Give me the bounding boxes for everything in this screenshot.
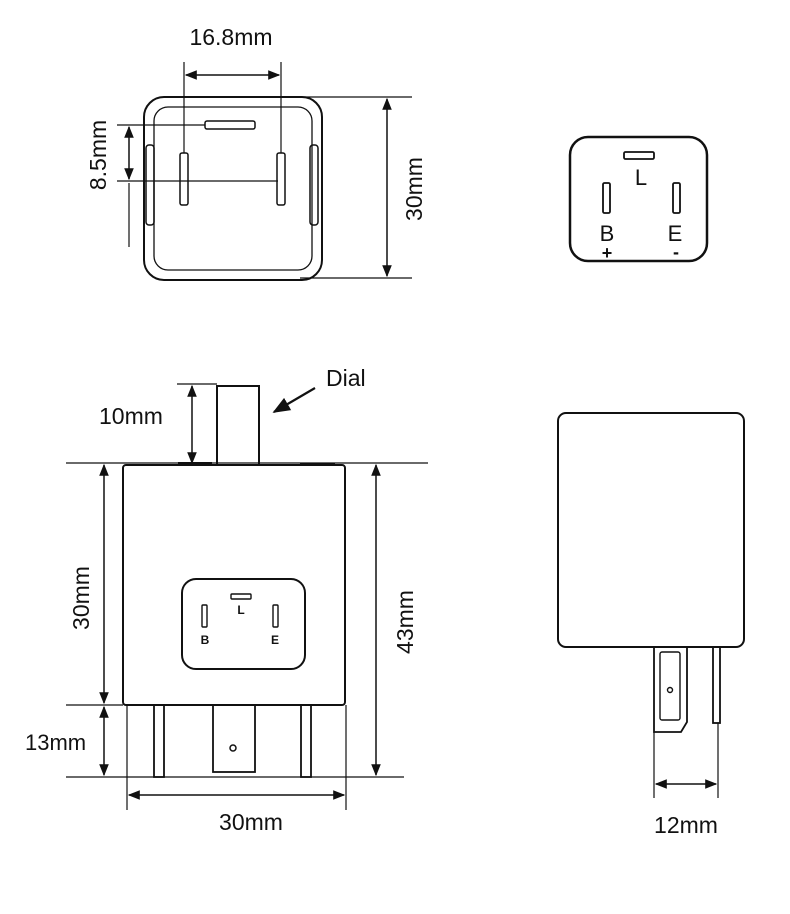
- front-view: [66, 383, 428, 810]
- connector-pin-e: [672, 182, 681, 214]
- top-width-label: 16.8mm: [189, 24, 272, 50]
- side-pin-front: [653, 647, 688, 733]
- top-pin-offset-label: 8.5mm: [85, 120, 111, 190]
- top-view: [117, 62, 412, 281]
- front-pin-length-label: 13mm: [25, 730, 86, 755]
- front-connector-pin-e: [272, 604, 279, 628]
- front-pin-right: [300, 704, 312, 778]
- front-connector-label-b: B: [201, 633, 210, 647]
- front-dial-height-label: 10mm: [99, 403, 163, 429]
- side-pin-front-hole: [666, 686, 674, 694]
- connector-view: [568, 135, 709, 263]
- top-height-label: 30mm: [401, 157, 427, 221]
- front-total-height-label: 43mm: [392, 590, 418, 654]
- front-connector-label-e: E: [271, 633, 279, 647]
- top-view-left-rib: [145, 144, 155, 226]
- front-connector: [181, 578, 306, 670]
- top-view-pin-left: [179, 152, 189, 206]
- front-width-label: 30mm: [219, 809, 283, 835]
- side-body: [557, 412, 745, 648]
- front-pin-center-hole: [229, 744, 237, 752]
- front-connector-pin-b: [201, 604, 208, 628]
- top-view-pin-horizontal: [204, 120, 256, 130]
- connector-pin-l: [623, 151, 655, 160]
- connector-sign-plus: +: [602, 243, 613, 263]
- dial-callout-arrow: [272, 387, 316, 413]
- top-view-body-outer: [143, 96, 323, 281]
- front-connector-pin-l: [230, 593, 252, 600]
- front-dial: [216, 385, 260, 466]
- connector-label-l: L: [635, 165, 647, 190]
- side-view: [557, 412, 745, 798]
- top-view-right-rib: [309, 144, 319, 226]
- dial-callout-label: Dial: [326, 365, 366, 391]
- front-connector-label-l: L: [237, 603, 244, 617]
- front-pin-left: [153, 704, 165, 778]
- side-thickness-label: 12mm: [654, 812, 718, 838]
- connector-label-b: B: [600, 221, 615, 246]
- connector-body: [568, 135, 709, 263]
- front-pin-center: [212, 704, 256, 773]
- top-view-pin-right: [276, 152, 286, 206]
- side-pin-rear: [712, 646, 721, 724]
- front-body-height-label: 30mm: [68, 566, 94, 630]
- connector-pin-b: [602, 182, 611, 214]
- connector-label-e: E: [668, 221, 683, 246]
- connector-sign-minus: -: [673, 242, 679, 262]
- side-pin-front-tab: [659, 651, 681, 721]
- top-view-body-inner: [153, 106, 313, 271]
